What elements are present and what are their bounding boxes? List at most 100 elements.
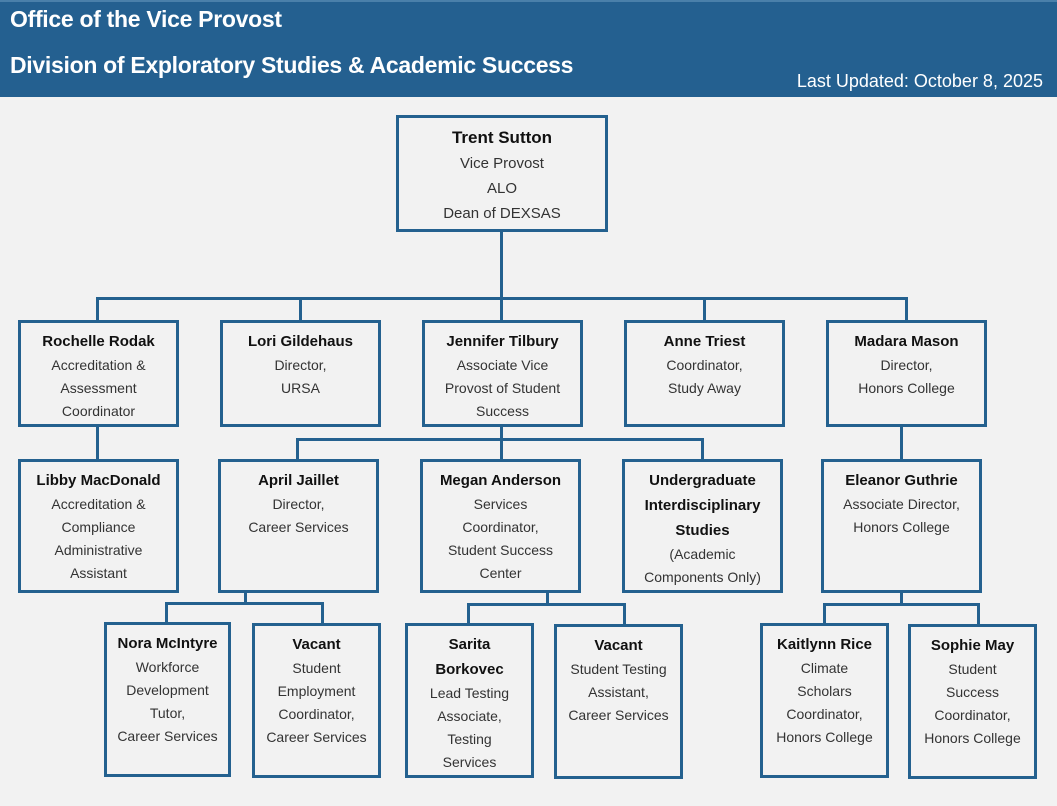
title-line: Center (479, 565, 522, 581)
person-name: Rochelle Rodak (42, 333, 155, 350)
connector-to-vacant2 (623, 603, 626, 625)
title-line: Accreditation & (51, 357, 146, 373)
unit-name: Undergraduate Interdisciplinary Studies (625, 468, 780, 543)
person-name: Trent Sutton (451, 128, 553, 147)
name-line: Interdisciplinary (644, 497, 761, 514)
person-name: Eleanor Guthrie (845, 472, 958, 489)
person-title: Director, Honors College (829, 354, 984, 400)
person-name: Nora McIntyre (117, 635, 218, 652)
title-line: Student Success (447, 542, 554, 558)
title-line: Study Away (668, 380, 741, 396)
org-box-megan-anderson: Megan Anderson Services Coordinator, Stu… (420, 459, 581, 593)
title-line: Assistant, (588, 684, 649, 700)
person-name: Vacant (292, 636, 341, 653)
header-office-title: Office of the Vice Provost (10, 6, 282, 32)
title-line: Services (473, 496, 528, 512)
title-line: Career Services (568, 707, 669, 723)
org-box-lori-gildehaus: Lori Gildehaus Director, URSA (220, 320, 381, 427)
connector-to-anne (703, 297, 706, 321)
person-title: Associate Director, Honors College (824, 493, 979, 539)
connector-april-horizontal (165, 602, 324, 605)
person-title: Associate Vice Provost of Student Succes… (425, 354, 580, 423)
title-line: Career Services (117, 728, 218, 744)
name-line: Sarita (448, 636, 491, 653)
title-line: URSA (281, 380, 320, 396)
org-box-undergraduate-interdisciplinary-studies: Undergraduate Interdisciplinary Studies … (622, 459, 783, 593)
person-title: Services Coordinator, Student Success Ce… (423, 493, 578, 585)
connector-to-jennifer (500, 297, 503, 321)
title-line: Vice Provost (460, 155, 544, 172)
title-line: Director, (272, 496, 325, 512)
connector-rochelle-to-libby (96, 425, 99, 461)
page-header: Office of the Vice Provost Division of E… (0, 0, 1057, 97)
person-name: Sarita Borkovec (408, 632, 531, 682)
title-line: Employment (277, 683, 356, 699)
person-title: Student Testing Assistant, Career Servic… (557, 658, 680, 727)
person-name: Kaitlynn Rice (776, 636, 873, 653)
person-name: Vacant (594, 637, 643, 654)
title-line: Compliance (61, 519, 136, 535)
title-line: Assessment (60, 380, 137, 396)
org-box-eleanor-guthrie: Eleanor Guthrie Associate Director, Hono… (821, 459, 982, 593)
person-title: Climate Scholars Coordinator, Honors Col… (763, 657, 886, 749)
title-line: Development (126, 682, 209, 698)
connector-jennifer-down (500, 425, 503, 441)
title-line: Coordinator, (462, 519, 539, 535)
name-line: Undergraduate (649, 472, 756, 489)
title-line: Associate Director, (843, 496, 960, 512)
person-name: Lori Gildehaus (247, 333, 353, 350)
person-name: Libby MacDonald (36, 472, 161, 489)
person-name: Anne Triest (663, 333, 746, 350)
person-title: Accreditation & Assessment Coordinator (21, 354, 176, 423)
connector-trent-down (500, 231, 503, 300)
connector-to-nora (165, 602, 168, 623)
title-line: Coordinator, (666, 357, 743, 373)
connector-to-vacant1 (321, 602, 324, 624)
person-name: Madara Mason (854, 333, 959, 350)
org-box-sophie-may: Sophie May Student Success Coordinator, … (908, 624, 1037, 779)
connector-to-uis (701, 438, 704, 461)
title-line: Lead Testing (429, 685, 510, 701)
org-box-vacant-student-employment: Vacant Student Employment Coordinator, C… (252, 623, 381, 778)
title-line: (Academic (669, 546, 736, 562)
person-title: Lead Testing Associate, Testing Services (408, 682, 531, 774)
title-line: Success (946, 684, 999, 700)
title-line: Services (442, 754, 497, 770)
title-line: Coordinator, (934, 707, 1011, 723)
connector-eleanor-down (900, 591, 903, 605)
title-line: Honors College (853, 519, 950, 535)
title-line: Career Services (266, 729, 367, 745)
connector-megan-down (546, 591, 549, 605)
title-line: Coordinator (61, 403, 136, 419)
title-line: Scholars (797, 683, 852, 699)
title-line: Workforce (135, 659, 200, 675)
name-line: Studies (675, 522, 730, 539)
title-line: Accreditation & (51, 496, 146, 512)
person-title: Coordinator, Study Away (627, 354, 782, 400)
connector-to-lori (299, 297, 302, 321)
title-line: Testing (447, 731, 492, 747)
connector-to-sarita (467, 603, 470, 624)
connector-to-april (296, 438, 299, 461)
title-line: Coordinator, (786, 706, 863, 722)
title-line: Assistant (70, 565, 127, 581)
title-line: Honors College (858, 380, 955, 396)
title-line: Student (948, 661, 997, 677)
connector-madara-to-eleanor (900, 425, 903, 461)
person-title: Student Success Coordinator, Honors Coll… (911, 658, 1034, 750)
person-name: April Jaillet (258, 472, 339, 489)
title-line: Associate Vice (456, 357, 549, 373)
org-box-trent-sutton: Trent Sutton Vice Provost ALO Dean of DE… (396, 115, 608, 232)
org-box-kaitlynn-rice: Kaitlynn Rice Climate Scholars Coordinat… (760, 623, 889, 778)
org-box-madara-mason: Madara Mason Director, Honors College (826, 320, 987, 427)
last-updated-date: Last Updated: October 8, 2025 (796, 71, 1043, 91)
org-box-sarita-borkovec: Sarita Borkovec Lead Testing Associate, … (405, 623, 534, 778)
title-line: Climate (800, 660, 849, 676)
person-title: Vice Provost ALO Dean of DEXSAS (399, 151, 605, 226)
org-box-jennifer-tilbury: Jennifer Tilbury Associate Vice Provost … (422, 320, 583, 427)
person-name: Sophie May (930, 637, 1015, 654)
title-line: Career Services (248, 519, 349, 535)
connector-to-megan (500, 438, 503, 461)
person-name: Jennifer Tilbury (446, 333, 559, 350)
person-title: Director, URSA (223, 354, 378, 400)
